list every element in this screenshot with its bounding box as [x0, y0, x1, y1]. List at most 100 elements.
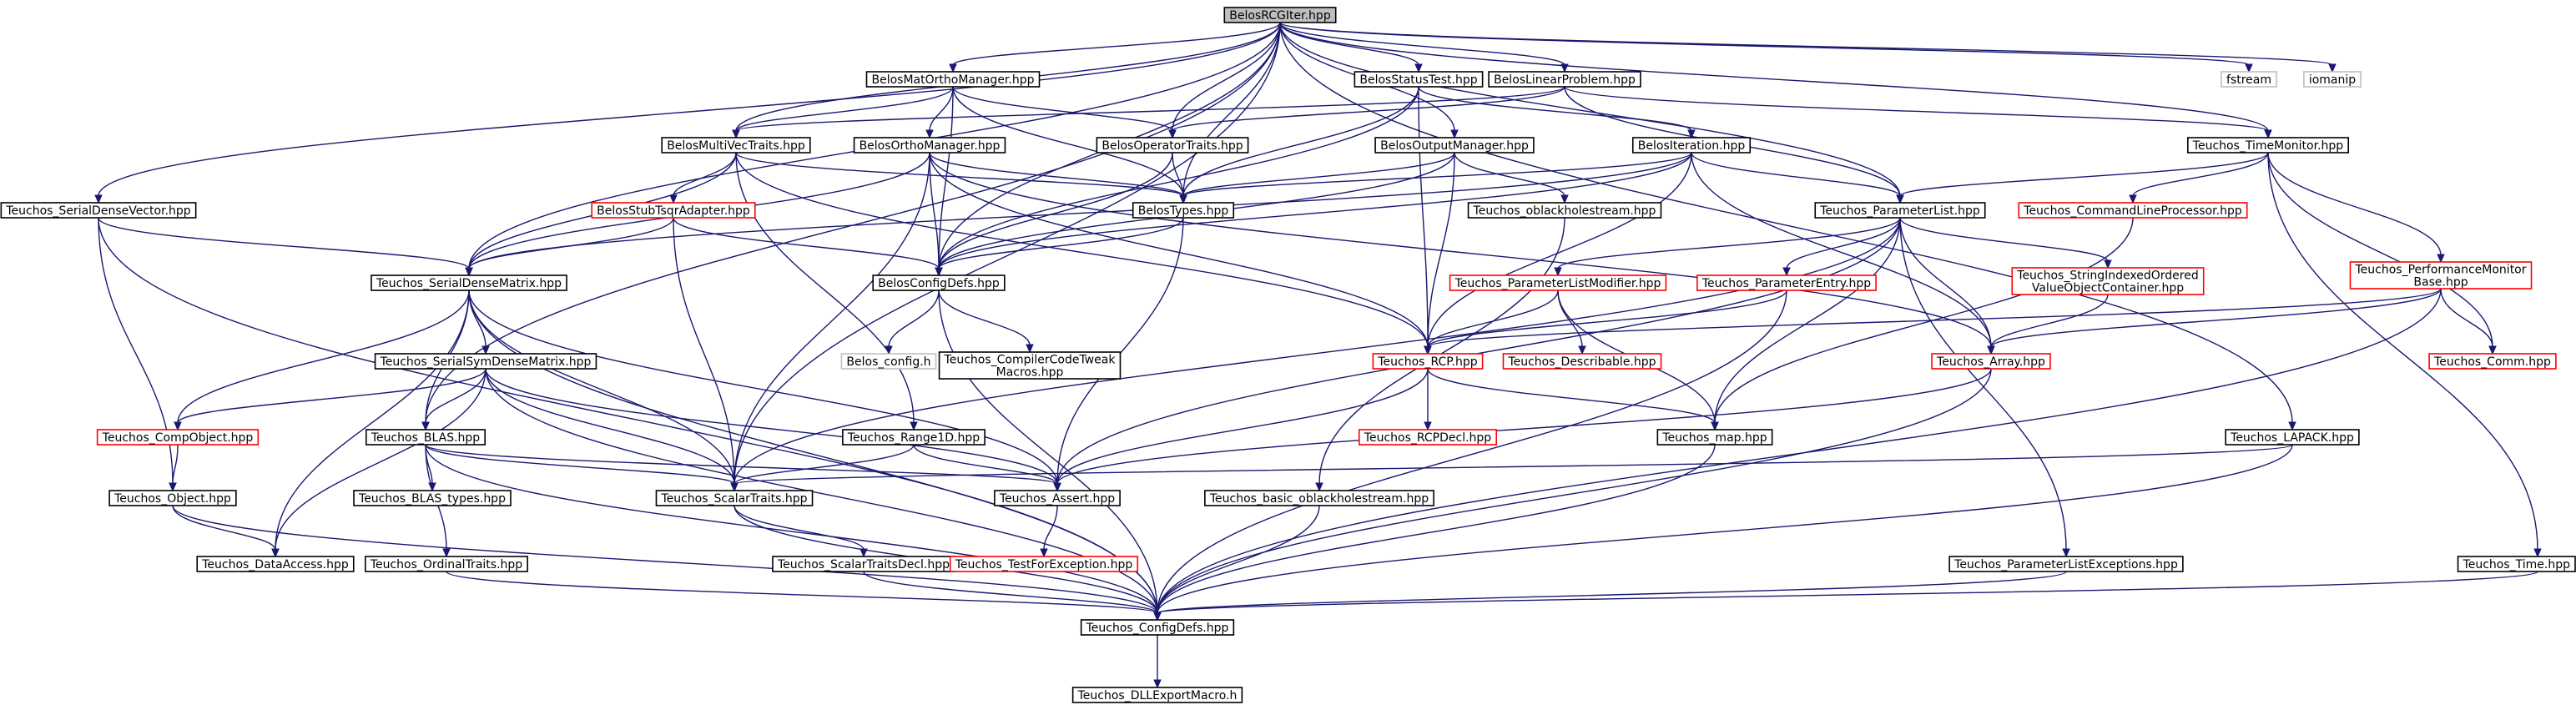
node-teuchos-range1d[interactable]: Teuchos_Range1D.hpp [842, 429, 986, 446]
node-teuchos-assert[interactable]: Teuchos_Assert.hpp [994, 490, 1121, 506]
node-teuchos-ordinaltraits[interactable]: Teuchos_OrdinalTraits.hpp [365, 556, 528, 572]
node-teuchos-comm[interactable]: Teuchos_Comm.hpp [2428, 353, 2557, 370]
edge-arrowhead [169, 482, 177, 492]
edge-teuchos-parameterlist-to-teuchos-parameterentry [1782, 217, 1901, 277]
node-belosorthomanager[interactable]: BelosOrthoManager.hpp [853, 137, 1006, 154]
edge-arrowhead [2437, 254, 2445, 264]
edge-teuchos-scalartraits-to-teuchos-scalartraitsdecl [733, 505, 868, 558]
node-belosmatorthomanager[interactable]: BelosMatOrthoManager.hpp [865, 71, 1041, 88]
node-label: Teuchos_BLAS.hpp [371, 431, 480, 445]
node-teuchos-parameterentry[interactable]: Teuchos_ParameterEntry.hpp [1696, 274, 1877, 291]
node-label: Teuchos_oblackholestream.hpp [1473, 204, 1656, 218]
node-box [1467, 202, 1662, 219]
node-box [1449, 274, 1667, 291]
node-box [108, 490, 237, 506]
node-teuchos-describable[interactable]: Teuchos_Describable.hpp [1502, 353, 1662, 370]
edge-teuchos-performancemonitorbase-to-teuchos-array [1987, 288, 2442, 355]
edge-teuchos-performancemonitorbase-to-teuchos-rcp [1424, 288, 2442, 355]
node-belosmultivectraits[interactable]: BelosMultiVecTraits.hpp [661, 137, 811, 154]
node-teuchos-serialsymdensematrix[interactable]: Teuchos_SerialSymDenseMatrix.hpp [374, 353, 597, 370]
node-box [1080, 619, 1235, 636]
node-teuchos-parameterlistexceptions[interactable]: Teuchos_ParameterListExceptions.hpp [1948, 556, 2184, 572]
node-belosstatustest[interactable]: BelosStatusTest.hpp [1354, 71, 1484, 88]
node-belosoutputmanager[interactable]: BelosOutputManager.hpp [1374, 137, 1535, 154]
node-label: Teuchos_DLLExportMacro.h [1077, 689, 1238, 702]
node-teuchos-serialdensevector[interactable]: Teuchos_SerialDenseVector.hpp [0, 202, 197, 219]
edge-belosmultivectraits-to-teuchos-range1d [735, 152, 918, 431]
node-teuchos-blas[interactable]: Teuchos_BLAS.hpp [365, 429, 486, 446]
node-label: Macros.hpp [996, 366, 1064, 380]
node-belosoperatortraits[interactable]: BelosOperatorTraits.hpp [1096, 137, 1249, 154]
edge-arrowhead [1414, 63, 1423, 73]
node-teuchos-rcpdecl[interactable]: Teuchos_RCPDecl.hpp [1358, 429, 1498, 446]
node-box [1488, 71, 1641, 88]
edge-line [952, 22, 1281, 66]
edge-line [425, 444, 735, 485]
node-teuchos-array[interactable]: Teuchos_Array.hpp [1931, 353, 2051, 370]
node-teuchos-time[interactable]: Teuchos_Time.hpp [2457, 556, 2576, 572]
node-belosstubtsqradapter[interactable]: BelosStubTsqrAdapter.hpp [591, 202, 756, 219]
node-teuchos-lapack[interactable]: Teuchos_LAPACK.hpp [2225, 429, 2360, 446]
edge-line [1157, 290, 1787, 614]
edge-belositeration-to-teuchos-parameterlist [1691, 152, 1904, 204]
node-belostypes[interactable]: BelosTypes.hpp [1132, 202, 1235, 219]
node-label: Teuchos_SerialDenseMatrix.hpp [376, 277, 562, 290]
edge-line [952, 86, 1184, 197]
node-teuchos-blas-types[interactable]: Teuchos_BLAS_types.hpp [353, 490, 512, 506]
node-teuchos-serialdensematrix[interactable]: Teuchos_SerialDenseMatrix.hpp [371, 274, 567, 291]
edge-line [1557, 217, 1901, 269]
node-teuchos-oblackholestream[interactable]: Teuchos_oblackholestream.hpp [1467, 202, 1662, 219]
node-label: BelosMatOrthoManager.hpp [872, 73, 1035, 87]
node-teuchos-object[interactable]: Teuchos_Object.hpp [108, 490, 237, 506]
node-teuchos-parameterlistmodifier[interactable]: Teuchos_ParameterListModifier.hpp [1449, 274, 1667, 291]
node-teuchos-scalartraits[interactable]: Teuchos_ScalarTraits.hpp [655, 490, 814, 506]
edge-teuchos-scalartraitsdecl-to-teuchos-configdefs [863, 571, 1162, 622]
node-teuchos-parameterlist[interactable]: Teuchos_ParameterList.hpp [1814, 202, 1986, 219]
edge-line [468, 290, 735, 485]
node-label: Teuchos_Object.hpp [113, 492, 231, 506]
node-box [1696, 274, 1877, 291]
node-teuchos-testforexception[interactable]: Teuchos_TestForException.hpp [949, 556, 1139, 572]
edge-line [929, 152, 1992, 348]
node-box [1502, 353, 1662, 370]
edge-belosrcgiter-to-teuchos-serialdensevector [94, 22, 1281, 204]
node-teuchos-compobject[interactable]: Teuchos_CompObject.hpp [96, 429, 260, 446]
node-box [2349, 261, 2533, 290]
node-teuchos-rcp[interactable]: Teuchos_RCP.hpp [1372, 353, 1484, 370]
node-teuchos-basic-oblackholestream[interactable]: Teuchos_basic_oblackholestream.hpp [1204, 490, 1434, 506]
node-teuchos-configdefs[interactable]: Teuchos_ConfigDefs.hpp [1080, 619, 1235, 636]
node-box [365, 429, 486, 446]
node-teuchos-commandlineprocessor[interactable]: Teuchos_CommandLineProcessor.hpp [2018, 202, 2248, 219]
node-belosconfigdefs[interactable]: BelosConfigDefs.hpp [872, 274, 1006, 291]
edge-line [1157, 444, 2293, 614]
edge-arrowhead [1578, 345, 1586, 355]
edge-teuchos-assert-to-teuchos-testforexception [1040, 505, 1058, 558]
node-teuchos-dataaccess[interactable]: Teuchos_DataAccess.hpp [196, 556, 355, 572]
node-teuchos-timemonitor[interactable]: Teuchos_TimeMonitor.hpp [2187, 137, 2349, 154]
edge-line [1279, 22, 2293, 424]
nodes-layer: BelosRCGIter.hppBelosMatOrthoManager.hpp… [0, 7, 2576, 703]
node-teuchos-scalartraitsdecl[interactable]: Teuchos_ScalarTraitsDecl.hpp [772, 556, 955, 572]
node-teuchos-dllexportmacro[interactable]: Teuchos_DLLExportMacro.h [1071, 687, 1243, 703]
edge-line [1418, 86, 1692, 132]
edge-line [929, 152, 940, 269]
node-belositeration[interactable]: BelosIteration.hpp [1631, 137, 1752, 154]
node-teuchos-map[interactable]: Teuchos_map.hpp [1656, 429, 1773, 446]
node-belosrcgiter[interactable]: BelosRCGIter.hpp [1223, 7, 1337, 23]
edge-line [425, 444, 1158, 614]
edge-line [468, 290, 1058, 485]
edge-line [733, 217, 1901, 485]
edge-line [2440, 288, 2493, 348]
node-beloslinearproblem[interactable]: BelosLinearProblem.hpp [1488, 71, 1641, 88]
edge-arrowhead [925, 129, 934, 139]
node-box [365, 556, 528, 572]
edge-line [673, 217, 940, 269]
node-label: Teuchos_LAPACK.hpp [2230, 431, 2354, 445]
node-teuchos-stringindexedorderedvalueobjectcontainer[interactable]: Teuchos_StringIndexedOrderedValueObjectC… [2011, 267, 2205, 295]
edge-line [468, 217, 674, 269]
edge-belosstubtsqradapter-to-teuchos-serialdensematrix [465, 217, 674, 277]
edge-arrowhead [271, 548, 280, 558]
edge-line [735, 152, 915, 424]
